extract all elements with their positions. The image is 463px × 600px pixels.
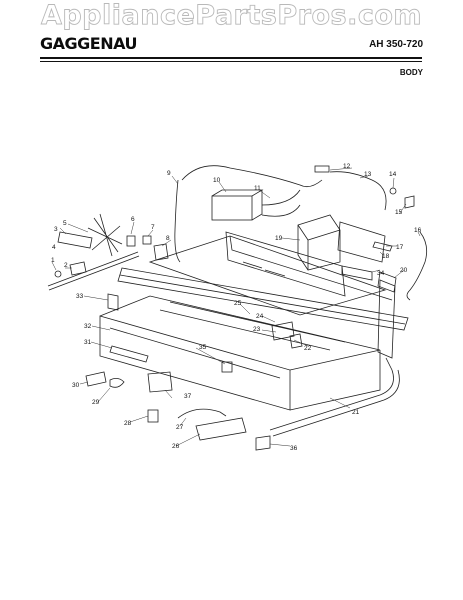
callout-16: 16 [414,227,422,234]
callout-2: 2 [64,262,68,269]
back-panel [225,231,346,297]
brand-logo: GAGGENAU [40,34,137,53]
callout-14: 14 [389,171,397,178]
callout-31: 31 [84,339,92,346]
box-19 [297,214,341,271]
section-title: BODY [399,68,423,77]
callout-9: 9 [167,170,171,177]
part-15 [404,195,415,209]
header-rule-thin [40,61,422,62]
part-33 [107,293,119,311]
part-14 [389,187,397,195]
part-7 [142,235,152,245]
callout-35: 35 [199,344,207,351]
callout-4: 4 [52,244,56,251]
wiring-9 [174,179,181,263]
callout-labels: 1 2 3 4 5 6 7 8 9 10 11 12 13 14 15 16 1… [51,163,422,452]
wire-bundle-5 [87,213,123,257]
callout-18: 18 [382,253,390,260]
part-6 [126,235,136,247]
wire-27 [177,408,227,419]
top-panel [148,235,387,316]
callout-34: 34 [377,270,385,277]
pcb-18 [337,221,386,263]
callout-29: 29 [92,399,100,406]
callout-8: 8 [166,235,170,242]
bracket-37 [147,371,173,393]
part-35 [221,361,233,373]
callout-19: 19 [275,235,283,242]
switch-26 [195,417,247,441]
callout-11: 11 [254,185,261,192]
callout-23: 23 [253,326,261,333]
part-17 [372,241,393,252]
callout-33: 33 [76,293,84,300]
callout-26: 26 [172,443,180,450]
part-1 [54,270,62,278]
part-29 [109,378,125,388]
wiring-top [181,165,323,188]
part-23 [271,321,295,341]
part-22 [289,333,303,349]
header-rule [40,57,422,59]
bracket-34 [341,265,373,281]
tube-21 [269,357,394,431]
callout-20: 20 [400,267,408,274]
callout-28: 28 [124,420,132,427]
callout-15: 15 [395,209,403,216]
callout-30: 30 [72,382,80,389]
cable-13 [329,171,387,211]
callout-1: 1 [51,257,55,264]
callout-27: 27 [176,424,184,431]
part-20 [377,271,397,293]
callout-3: 3 [54,226,58,233]
leader-lines [51,167,421,447]
callout-24: 24 [256,313,264,320]
callout-13: 13 [364,171,372,178]
front-rail [117,267,409,331]
connector-12 [314,165,330,173]
part-28 [147,409,159,423]
callout-22: 22 [304,345,312,352]
callout-37: 37 [184,393,192,400]
callout-32: 32 [84,323,92,330]
diagram-linework [47,165,428,451]
part-36 [255,435,271,451]
part-8 [153,243,169,261]
part-30 [85,371,107,387]
callout-21: 21 [352,409,360,416]
part-2 [69,261,87,276]
callout-17: 17 [396,244,404,251]
cord-16 [406,231,428,301]
callout-6: 6 [131,216,135,223]
rod-4 [47,251,140,291]
bracket-3 [57,231,93,249]
side-panel [377,279,396,359]
watermark: AppliancePartsPros.com [40,0,423,31]
transformer-10 [211,195,253,221]
callout-5: 5 [63,220,67,227]
callout-12: 12 [343,163,351,170]
callout-36: 36 [290,445,298,452]
front-trim [99,315,291,411]
callout-7: 7 [151,224,155,231]
part-31 [109,345,149,363]
callout-10: 10 [213,177,221,184]
model-number: AH 350-720 [369,39,423,50]
callout-25: 25 [234,300,242,307]
